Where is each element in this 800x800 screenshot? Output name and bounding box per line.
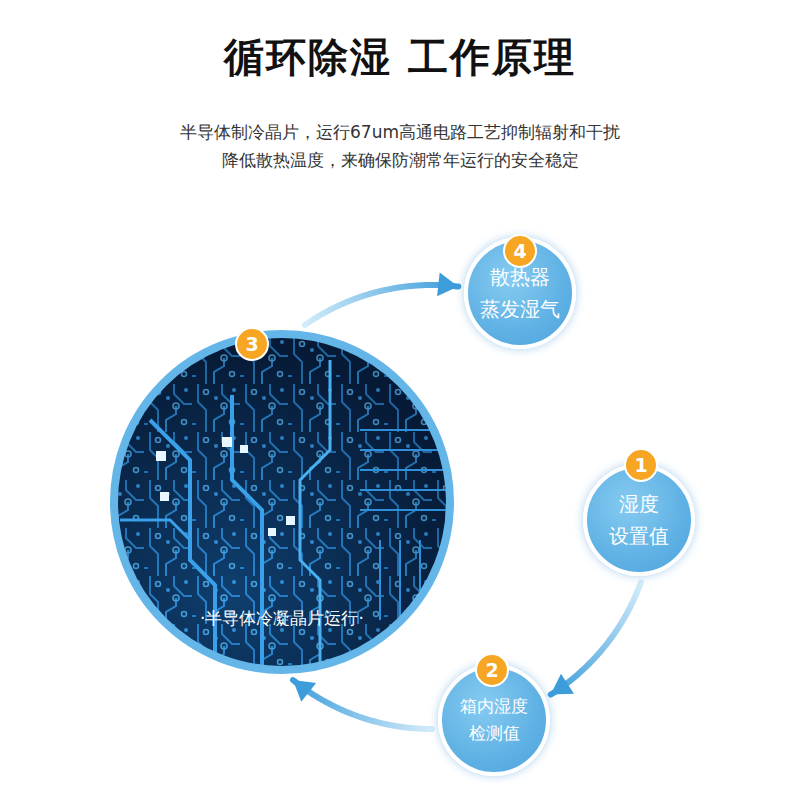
node-text: 湿度 设置值 — [596, 488, 682, 552]
arrow-head — [551, 674, 574, 695]
cycle-arrow — [293, 680, 432, 729]
chip-caption: ·半导体冷凝晶片运行· — [200, 605, 364, 632]
arrow-head — [437, 272, 458, 296]
arrow-head — [293, 680, 316, 702]
callout-number: 2 — [475, 653, 509, 687]
title: 循环除湿 工作原理 — [0, 30, 800, 85]
pcb-circle: ·半导体冷凝晶片运行· — [110, 330, 454, 674]
cycle-line — [305, 285, 458, 325]
cycle-line — [551, 582, 641, 694]
cycle-line — [293, 680, 432, 729]
cycle-arrow — [305, 272, 458, 325]
callout-number: 1 — [624, 448, 658, 482]
callout-number: 3 — [235, 327, 269, 361]
cycle-arrow — [551, 582, 641, 694]
node-text: 箱内湿度 检测值 — [451, 693, 537, 747]
subtitle-note: 半导体制冷晶片，运行67um高通电路工艺抑制辐射和干扰 降低散热温度，来确保防潮… — [155, 118, 645, 174]
callout-number: 4 — [503, 234, 537, 268]
node-text: 散热器 蒸发湿气 — [477, 261, 563, 325]
